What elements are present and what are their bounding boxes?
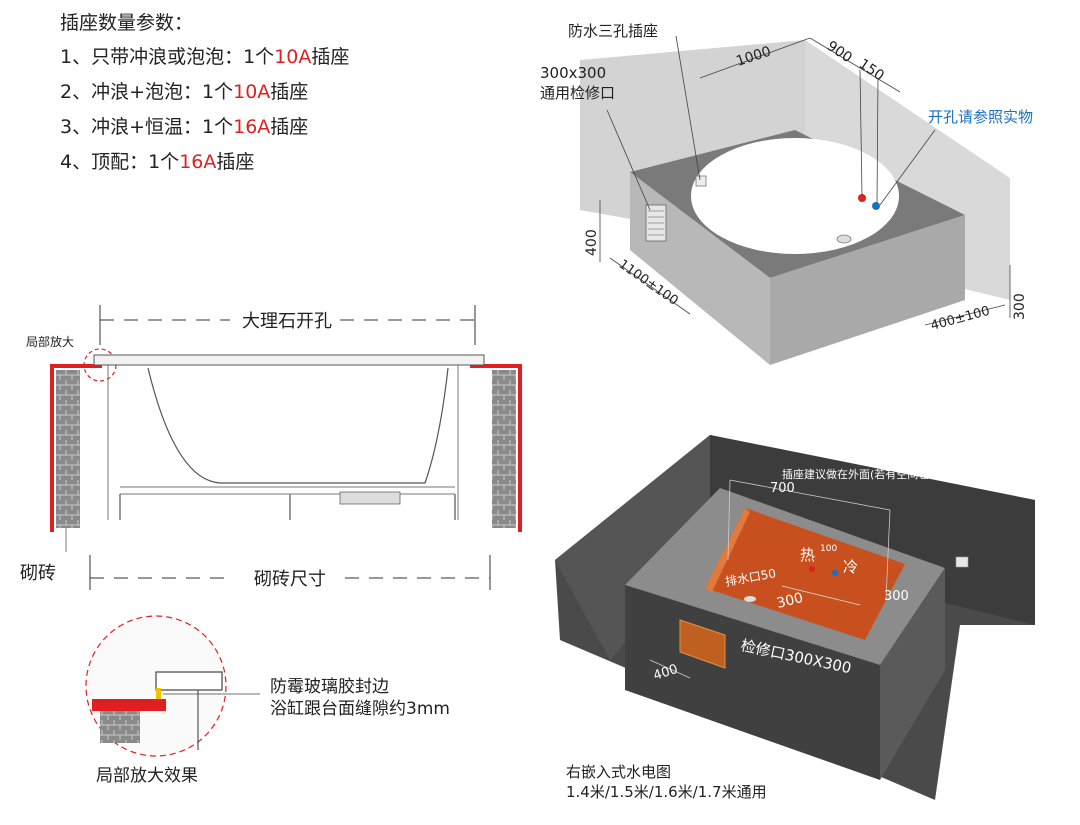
hot-inlet-marker xyxy=(858,194,866,202)
dim-300-a: 300 xyxy=(775,590,805,612)
brick-wall-left xyxy=(56,370,80,528)
detail-countertop xyxy=(92,699,166,711)
socket-param-2: 2、冲浪+泡泡：1个10A插座 xyxy=(60,81,309,103)
embedded-socket-note: 插座建议做在外面(若有空间也可以坐在里面) xyxy=(782,467,1000,481)
pump-motor xyxy=(339,491,401,505)
brick-label: 砌砖 xyxy=(20,563,56,584)
seal-label: 防霉玻璃胶封边 xyxy=(270,677,389,697)
embedded-socket-icon xyxy=(955,556,969,568)
access-port-size-label: 300x300 xyxy=(540,64,606,82)
socket-param-4: 4、顶配：1个16A插座 xyxy=(60,151,255,173)
silicone-seal xyxy=(156,688,161,699)
dim-300: 300 xyxy=(1012,293,1028,320)
dim-300-b: 300 xyxy=(884,589,909,604)
socket-params-title: 插座数量参数： xyxy=(60,12,194,34)
embedded-tub-figure: 插座建议做在外面(若有空间也可以坐在里面) 700 100 热 冷 排水口50 … xyxy=(555,435,1035,801)
inner-cavity xyxy=(705,508,905,640)
countertop-edge xyxy=(50,364,522,532)
embedded-access-port xyxy=(679,619,726,669)
corner-tub-figure: 防水三孔插座 300x300 通用检修口 1000 900 150 开孔请参照实… xyxy=(540,22,1033,365)
tub-rim xyxy=(93,354,485,366)
cold-inlet-marker xyxy=(872,202,880,210)
embedded-dim-400: 400 xyxy=(652,662,680,684)
detail-tub-rim xyxy=(155,671,223,691)
embedded-caption-sizes: 1.4米/1.5米/1.6米/1.7米通用 xyxy=(566,783,767,801)
detail-caption: 局部放大效果 xyxy=(96,766,198,786)
dim-400-height: 400 xyxy=(584,229,600,256)
detail-brick xyxy=(100,711,140,743)
dim-100: 100 xyxy=(820,544,837,554)
embedded-hot-marker xyxy=(809,566,815,572)
hot-label: 热 xyxy=(800,546,815,564)
detail-figure: 防霉玻璃胶封边 浴缸跟台面缝隙约3mm 局部放大效果 xyxy=(85,615,450,786)
tub-shell xyxy=(147,367,449,484)
marble-opening-label: 大理石开孔 xyxy=(242,311,332,332)
embedded-drain-icon xyxy=(744,596,756,602)
waterproof-socket-icon xyxy=(695,175,707,187)
tub-opening xyxy=(691,138,899,254)
embedded-caption-title: 右嵌入式水电图 xyxy=(566,763,671,781)
gap-label: 浴缸跟台面缝隙约3mm xyxy=(270,698,450,719)
embedded-cold-marker xyxy=(832,570,838,576)
section-figure: 大理石开孔 局部放大 砌砖尺寸 砌砖 xyxy=(20,305,522,590)
socket-param-1: 1、只带冲浪或泡泡：1个10A插座 xyxy=(60,46,350,68)
waterproof-socket-label: 防水三孔插座 xyxy=(568,22,658,40)
hole-note: 开孔请参照实物 xyxy=(928,108,1033,126)
dim-700: 700 xyxy=(770,481,795,496)
cold-label: 冷 xyxy=(843,558,858,576)
drain-icon xyxy=(836,234,852,244)
brick-wall-right xyxy=(492,370,516,528)
socket-param-3: 3、冲浪+恒温：1个16A插座 xyxy=(60,116,309,138)
zoom-label: 局部放大 xyxy=(26,334,74,349)
access-port-label: 通用检修口 xyxy=(540,84,615,102)
brick-size-label: 砌砖尺寸 xyxy=(254,569,326,590)
front-face-right xyxy=(770,215,965,365)
